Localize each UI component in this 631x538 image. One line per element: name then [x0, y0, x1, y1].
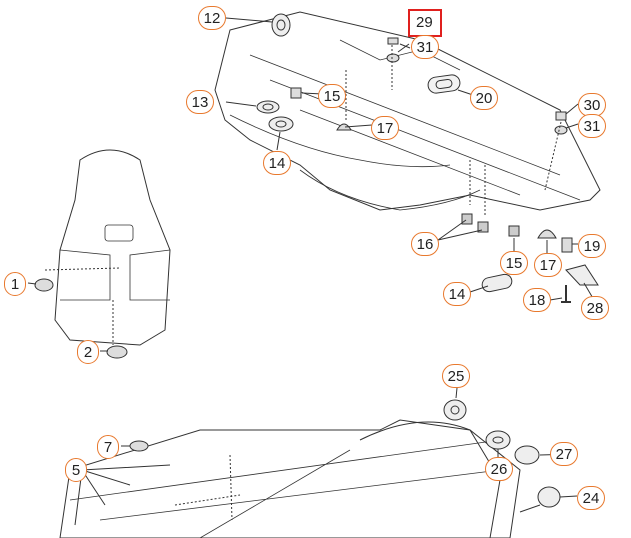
nut-16b — [477, 221, 489, 233]
callout-19[interactable]: 19 — [578, 234, 606, 258]
plug-17-lower — [537, 229, 557, 239]
callout-29[interactable]: 29 — [416, 14, 433, 31]
screw-30 — [555, 111, 567, 121]
floor-pan-middle — [54, 149, 171, 346]
callout-13[interactable]: 13 — [186, 90, 214, 114]
callout-24[interactable]: 24 — [577, 486, 605, 510]
callout-18[interactable]: 18 — [523, 288, 551, 312]
floor-pan-lower — [59, 419, 521, 538]
grommet-12 — [271, 13, 291, 37]
callout-14[interactable]: 14 — [443, 282, 471, 306]
grommet-26 — [485, 430, 511, 450]
plug-14-lower — [481, 273, 513, 293]
callout-17[interactable]: 17 — [534, 253, 562, 277]
clip-31-upper — [386, 53, 400, 63]
callout-1[interactable]: 1 — [4, 272, 26, 296]
callout-12[interactable]: 12 — [198, 6, 226, 30]
grommet-25 — [443, 399, 467, 421]
plug-17-upper — [336, 123, 352, 131]
callout-15[interactable]: 15 — [500, 251, 528, 275]
floor-pan-upper — [214, 11, 601, 211]
plug-14-upper — [268, 116, 294, 132]
callout-31[interactable]: 31 — [411, 35, 439, 59]
callout-28[interactable]: 28 — [581, 296, 609, 320]
callout-20[interactable]: 20 — [470, 86, 498, 110]
nut-16a — [461, 213, 473, 225]
callout-15[interactable]: 15 — [318, 84, 346, 108]
callout-30[interactable]: 30 — [578, 93, 606, 117]
plug-1 — [34, 278, 54, 292]
nut-15-upper — [290, 87, 302, 99]
callout-17[interactable]: 17 — [371, 116, 399, 140]
callout-27[interactable]: 27 — [550, 442, 578, 466]
callout-7[interactable]: 7 — [97, 435, 119, 459]
callout-26[interactable]: 26 — [485, 457, 513, 481]
nut-15-lower — [508, 225, 520, 237]
grommet-24 — [537, 486, 561, 508]
screw-29 — [387, 37, 399, 45]
plug-7 — [129, 440, 149, 452]
bolt-18 — [561, 285, 571, 303]
grommet-27 — [514, 445, 540, 465]
clip-31-right — [554, 125, 568, 135]
bracket-28 — [565, 264, 599, 286]
callout-16[interactable]: 16 — [411, 232, 439, 256]
clip-19 — [561, 237, 573, 253]
callout-31[interactable]: 31 — [578, 114, 606, 138]
callout-25[interactable]: 25 — [442, 364, 470, 388]
callout-14[interactable]: 14 — [263, 151, 291, 175]
plug-20 — [427, 74, 461, 94]
plug-2 — [106, 345, 128, 359]
plug-13 — [256, 100, 280, 114]
callout-5[interactable]: 5 — [65, 458, 87, 482]
callout-2[interactable]: 2 — [77, 340, 99, 364]
